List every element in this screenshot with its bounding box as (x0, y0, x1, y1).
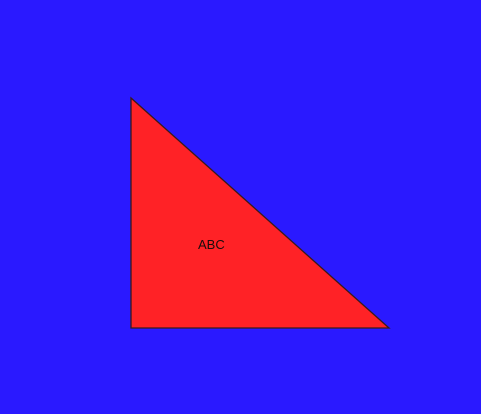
triangle-shape[interactable] (130, 96, 391, 329)
triangle-label: ABC (198, 237, 225, 252)
